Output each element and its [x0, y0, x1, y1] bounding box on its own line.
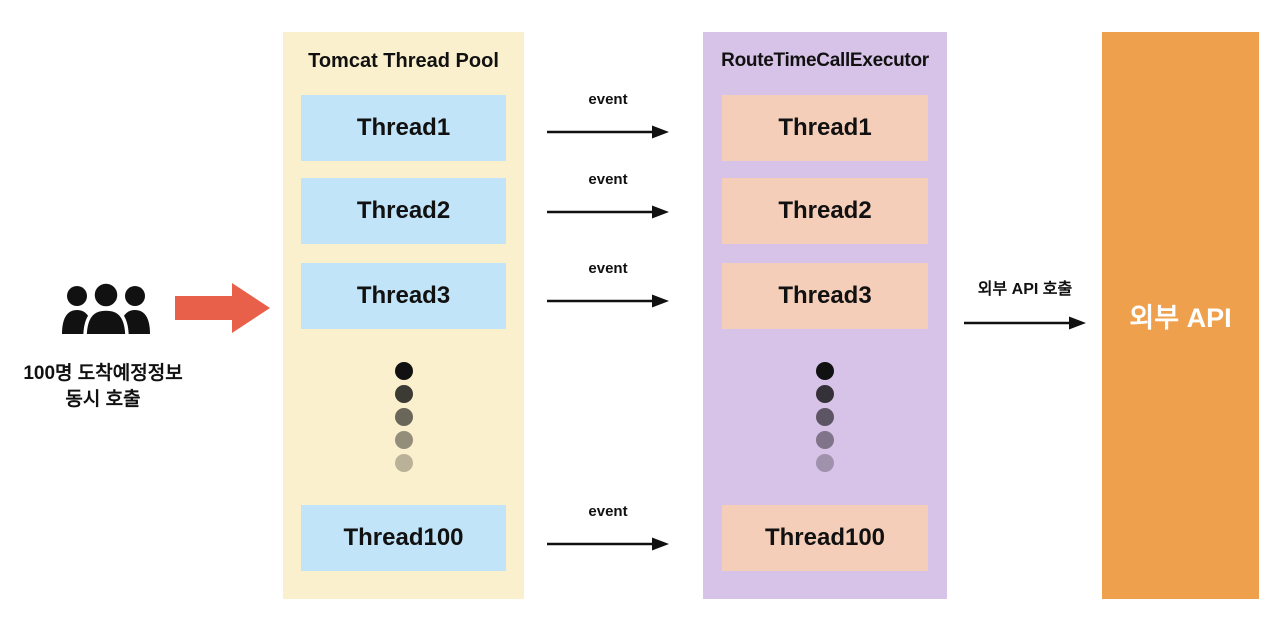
- tomcat-thread-100: Thread100: [301, 505, 506, 571]
- api-call-arrow: 외부 API 호출: [961, 275, 1089, 331]
- request-caption-line2: 동시 호출: [65, 389, 141, 410]
- executor-thread-3: Thread3: [722, 263, 928, 329]
- tomcat-thread-1: Thread1: [301, 95, 506, 161]
- request-caption-line1: 100명 도착예정정보: [23, 363, 183, 384]
- executor-ellipsis-dots: [816, 362, 834, 472]
- block-arrow-right-icon: [175, 283, 270, 333]
- dot-icon: [816, 454, 834, 472]
- api-call-label: 외부 API 호출: [977, 281, 1073, 298]
- request-caption: 100명 도착예정정보 동시 호출: [12, 361, 194, 413]
- tomcat-thread-pool: Tomcat Thread Pool Thread1 Thread2 Threa…: [283, 32, 524, 599]
- tomcat-thread-2: Thread2: [301, 178, 506, 244]
- arrow-right-icon: [547, 537, 669, 551]
- external-api-box: 외부 API: [1102, 32, 1259, 599]
- dot-icon: [394, 454, 413, 472]
- executor-thread-2: Thread2: [722, 178, 928, 244]
- arrow-right-icon: [964, 316, 1086, 330]
- event-label: event: [588, 260, 628, 277]
- event-arrow-4: event: [546, 503, 670, 552]
- dot-icon: [816, 362, 834, 380]
- event-arrow-2: event: [546, 171, 670, 220]
- tomcat-thread-3: Thread3: [301, 263, 506, 329]
- event-arrow-3: event: [546, 260, 670, 309]
- dot-icon: [816, 385, 834, 403]
- arrow-right-icon: [547, 294, 669, 308]
- dot-icon: [394, 431, 413, 449]
- tomcat-pool-title: Tomcat Thread Pool: [308, 50, 499, 72]
- dot-icon: [816, 431, 834, 449]
- executor-thread-1: Thread1: [722, 95, 928, 161]
- executor-pool-title: RouteTimeCallExecutor: [721, 50, 929, 71]
- arrow-right-icon: [547, 125, 669, 139]
- dot-icon: [394, 408, 413, 426]
- executor-thread-100: Thread100: [722, 505, 928, 571]
- users-group-icon: [62, 282, 150, 334]
- route-time-call-executor-pool: RouteTimeCallExecutor Thread1 Thread2 Th…: [703, 32, 947, 599]
- arrow-right-icon: [547, 205, 669, 219]
- dot-icon: [394, 362, 413, 380]
- event-label: event: [588, 171, 628, 188]
- dot-icon: [816, 408, 834, 426]
- dot-icon: [394, 385, 413, 403]
- event-label: event: [588, 503, 628, 520]
- event-label: event: [588, 91, 628, 108]
- tomcat-ellipsis-dots: [394, 362, 413, 472]
- event-arrow-1: event: [546, 91, 670, 140]
